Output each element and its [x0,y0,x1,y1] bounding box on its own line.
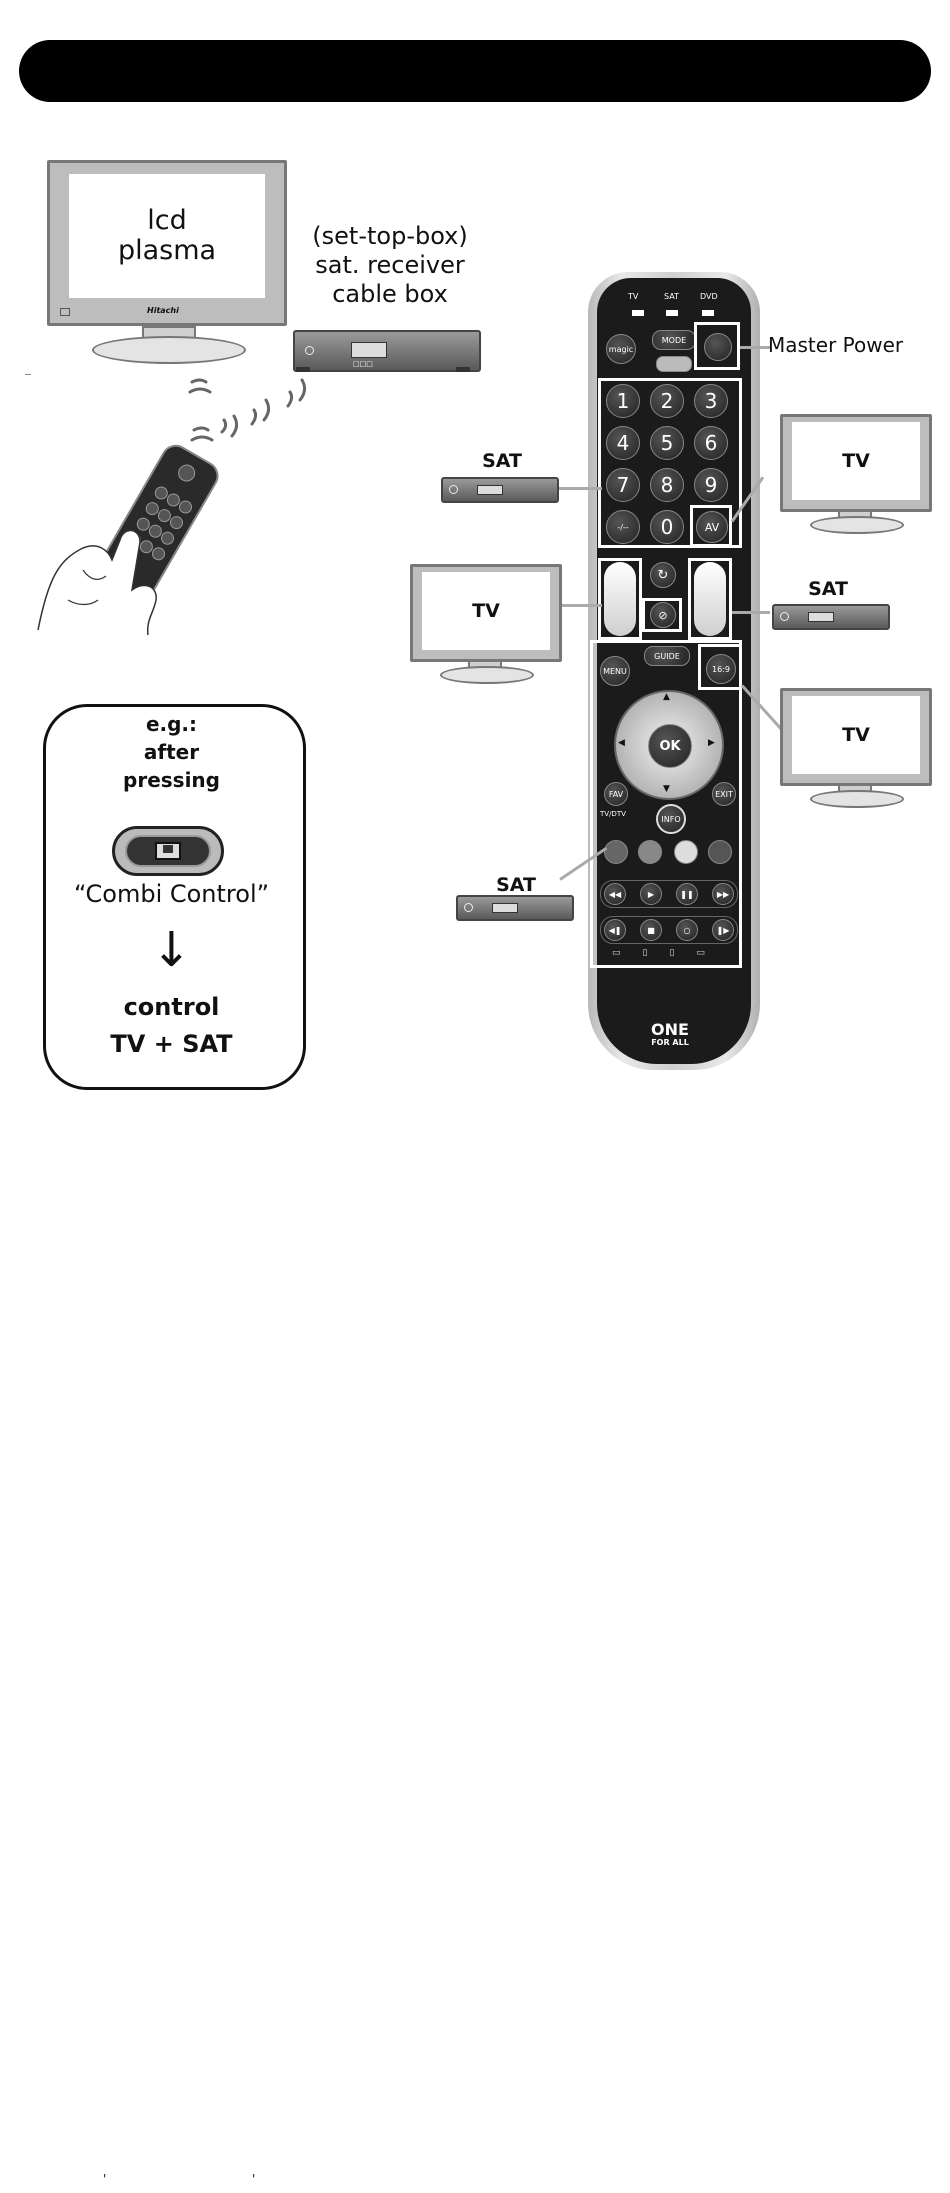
sat-receiver-2 [456,895,574,921]
next-button[interactable]: ❚▶ [712,919,734,941]
tv-left: TV [410,564,562,692]
volume-rocker[interactable] [604,562,636,636]
tv-dtv-label: TV/DTV [600,810,626,818]
nav-right-icon: ▶ [708,738,715,748]
sat-label-2: SAT [486,874,546,896]
tv-right-2-label: TV [842,724,870,746]
footer-mark-2: ' [252,2172,255,2186]
digit-8-button[interactable]: 8 [650,468,684,502]
mode-label-dvd: DVD [700,292,718,301]
sat-receiver-right [772,604,890,630]
master-power-label: Master Power [768,333,903,357]
down-arrow-icon: ↓ [43,922,300,978]
combi-control-button-icon [112,826,224,876]
nav-up-icon: ▲ [663,692,670,702]
small-mark [25,374,31,375]
ok-button[interactable]: OK [648,724,692,768]
tv-right-2: TV [780,688,932,816]
hand-holding-remote-icon [28,430,228,640]
example-line1: e.g.: [43,712,300,736]
stop-button[interactable]: ■ [640,919,662,941]
tv-right-1: TV [780,414,932,542]
example-line3: pressing [43,768,300,792]
tv-brand: Hitachi [147,306,179,315]
tv-indicator-icon [60,308,70,316]
color-key-2-button[interactable] [638,840,662,864]
color-key-4-button[interactable] [708,840,732,864]
example-line2: after [43,740,300,764]
digit-3-button[interactable]: 3 [694,384,728,418]
mode-label-tv: TV [628,292,638,301]
teletext-icons: ▭▯▯▭ [612,948,727,958]
av-button[interactable]: AV [696,511,728,543]
footer-mark-1: ' [103,2172,106,2186]
combi-button[interactable] [656,356,692,372]
fav-button[interactable]: FAV [604,782,628,806]
channel-rocker[interactable] [694,562,726,636]
previous-button[interactable]: ◀❚ [604,919,626,941]
tv-screen-text: lcd plasma [118,206,216,266]
digit-5-button[interactable]: 5 [650,426,684,460]
sat-receiver-1 [441,477,559,503]
info-button[interactable]: INFO [656,804,686,834]
magic-button[interactable]: magic [606,334,636,364]
color-key-3-button[interactable] [674,840,698,864]
tv-left-label: TV [472,600,500,622]
forward-button[interactable]: ▶▶ [712,883,734,905]
digit-7-button[interactable]: 7 [606,468,640,502]
nav-down-icon: ▼ [663,784,670,794]
combi-control-label: “Combi Control” [43,880,300,908]
tv-right-1-label: TV [842,450,870,472]
tv-lcd-plasma: lcd plasma Hitachi [47,160,287,365]
mode-label-sat: SAT [664,292,679,301]
last-channel-button[interactable]: ↻ [650,562,676,588]
color-key-1-button[interactable] [604,840,628,864]
menu-button[interactable]: MENU [600,656,630,686]
mute-button[interactable]: ⊘ [650,602,676,628]
header-bar [19,40,931,102]
aspect-button[interactable]: 16:9 [706,654,736,684]
nav-left-icon: ◀ [618,738,625,748]
digit-2-button[interactable]: 2 [650,384,684,418]
power-button[interactable] [704,333,732,361]
exit-button[interactable]: EXIT [712,782,736,806]
guide-button[interactable]: GUIDE [644,646,690,666]
play-button[interactable]: ▶ [640,883,662,905]
digit-6-button[interactable]: 6 [694,426,728,460]
example-result1: control [43,993,300,1021]
digit-4-button[interactable]: 4 [606,426,640,460]
set-top-box: □□□ [293,330,481,372]
mode-button[interactable]: MODE [652,330,696,350]
sat-label-1: SAT [472,450,532,472]
brand-logo: ONE FOR ALL [640,1022,700,1048]
rewind-button[interactable]: ◀◀ [604,883,626,905]
digit-9-button[interactable]: 9 [694,468,728,502]
stb-caption: (set-top-box) sat. receiver cable box [290,222,490,309]
dash-button[interactable]: -/-- [606,510,640,544]
sat-label-right: SAT [798,578,858,600]
example-result2: TV + SAT [43,1030,300,1058]
digit-1-button[interactable]: 1 [606,384,640,418]
pause-button[interactable]: ❚❚ [676,883,698,905]
digit-0-button[interactable]: 0 [650,510,684,544]
record-button[interactable]: ○ [676,919,698,941]
